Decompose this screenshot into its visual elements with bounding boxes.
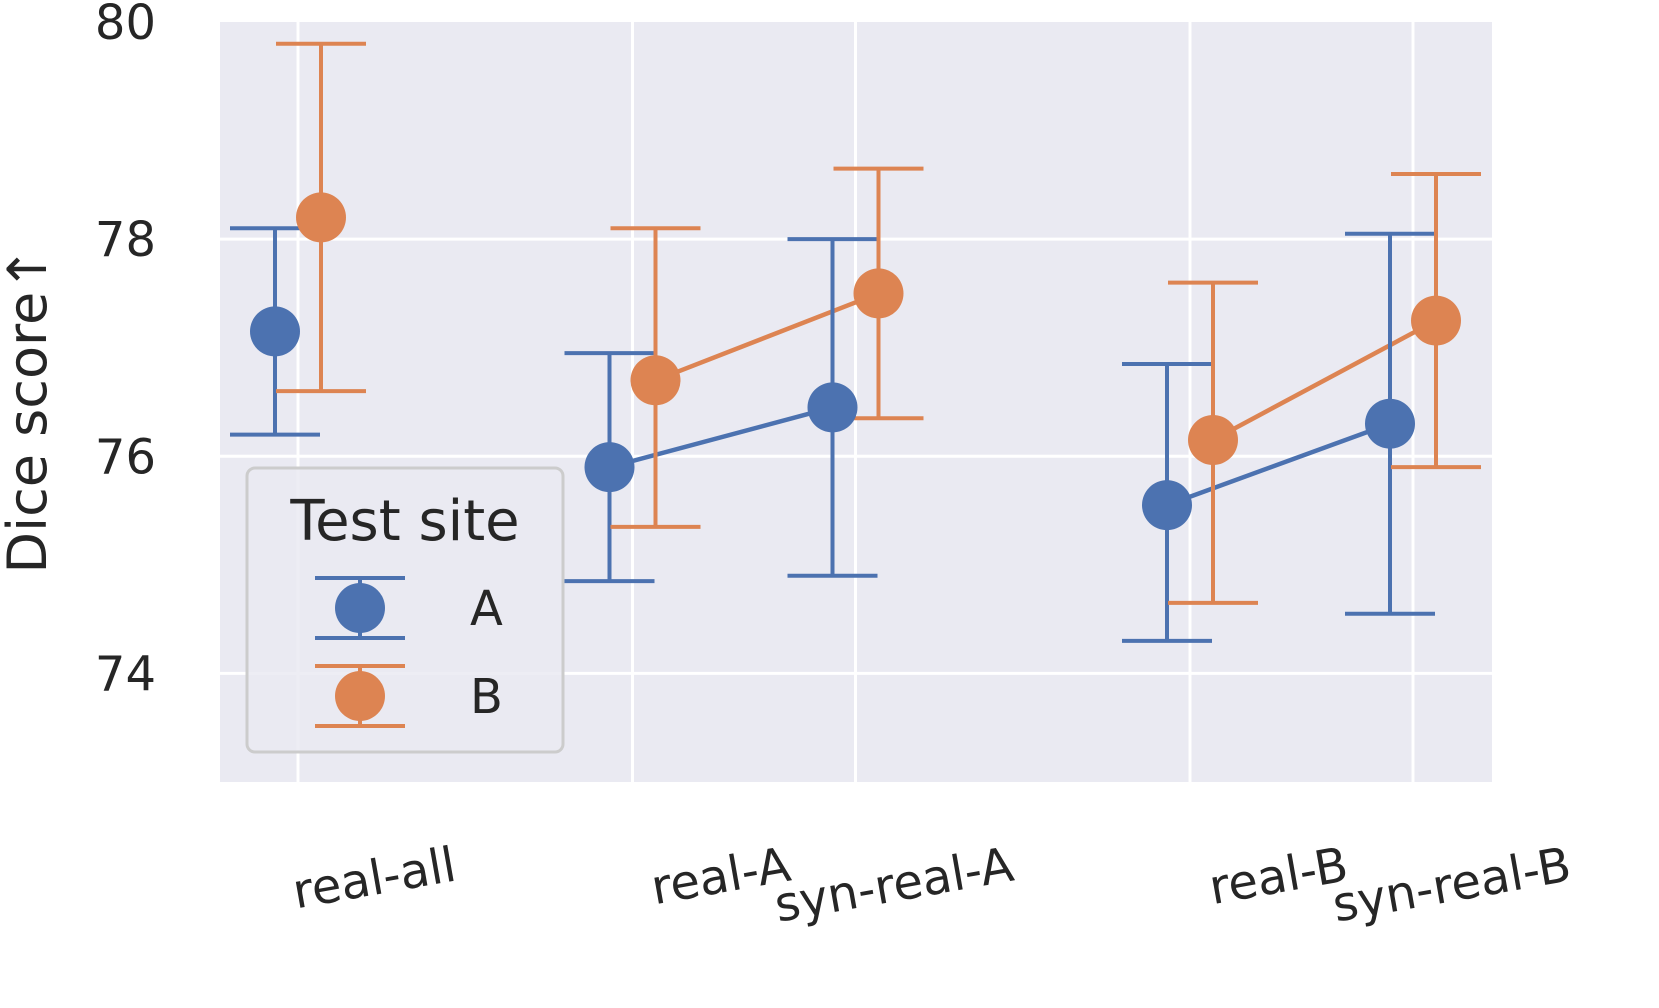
data-point xyxy=(630,355,681,406)
legend-marker xyxy=(335,671,385,721)
x-tick-label: real-A xyxy=(647,837,795,916)
data-points xyxy=(250,192,1461,531)
series-connector-line xyxy=(654,291,880,383)
x-tick-label: real-B xyxy=(1205,837,1352,916)
x-tick-label: syn-real-A xyxy=(770,837,1017,934)
data-point xyxy=(1365,398,1415,449)
legend-title: Test site xyxy=(289,489,519,554)
y-tick-label: 78 xyxy=(95,212,156,268)
x-tick-label: real-all xyxy=(288,837,460,921)
data-point xyxy=(1188,415,1238,465)
y-tick-label: 74 xyxy=(95,646,156,702)
data-point xyxy=(250,306,300,357)
legend-box xyxy=(245,466,565,754)
y-tick-labels: 74 76 78 80 xyxy=(95,0,156,702)
legend-marker xyxy=(335,583,385,633)
data-point xyxy=(807,382,858,433)
data-point xyxy=(853,268,904,319)
y-tick-label: 80 xyxy=(95,0,156,51)
legend: Test site AB xyxy=(245,466,565,754)
legend-label: A xyxy=(470,581,503,637)
data-point xyxy=(1411,295,1461,346)
data-point xyxy=(584,442,635,493)
series-connector-line xyxy=(1166,421,1391,508)
series-connector-lines xyxy=(608,291,1438,508)
legend-label: B xyxy=(470,669,503,725)
y-tick-label: 76 xyxy=(95,429,156,485)
x-tick-label: syn-real-B xyxy=(1328,837,1575,934)
y-axis-label: Dice score↑ xyxy=(0,246,59,573)
series-connector-line xyxy=(1211,318,1438,442)
data-point xyxy=(1142,480,1192,531)
series-connector-line xyxy=(608,405,834,470)
data-point xyxy=(296,192,346,243)
